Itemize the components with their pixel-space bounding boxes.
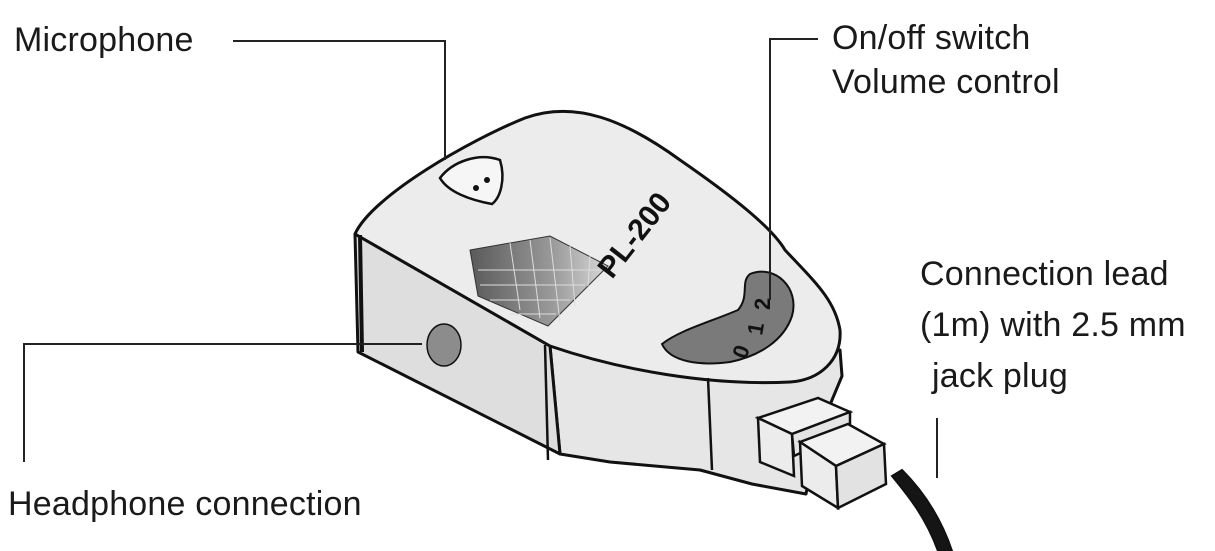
- microphone-opening: [438, 155, 504, 206]
- headphone-connection-label: Headphone connection: [8, 485, 362, 523]
- device-edge-right: [706, 377, 714, 471]
- connection-lead-label-line1: Connection lead: [920, 255, 1169, 293]
- dial-marking-1: 1: [742, 320, 769, 336]
- device-edge-front: [543, 344, 550, 461]
- headphone-jack: [426, 323, 462, 367]
- microphone-hole: [484, 177, 490, 183]
- microphone-label: Microphone: [14, 21, 194, 59]
- device-edge: [358, 234, 364, 353]
- onoff-leader-line: [769, 38, 818, 300]
- connection-cable: [890, 468, 954, 551]
- connection-lead-label-line3: jack plug: [932, 357, 1068, 395]
- microphone-leader-line: [233, 40, 446, 160]
- jack-plug: [754, 396, 888, 511]
- on-off-switch-label: On/off switch: [832, 19, 1031, 57]
- connection-lead-label-line2: (1m) with 2.5 mm: [920, 306, 1186, 344]
- speaker-grille: [469, 235, 609, 327]
- headphone-leader-line: [23, 343, 422, 462]
- dial-marking-2: 2: [750, 298, 775, 310]
- microphone-hole: [473, 185, 479, 191]
- volume-control-label: Volume control: [832, 63, 1060, 101]
- volume-dial: [660, 270, 795, 365]
